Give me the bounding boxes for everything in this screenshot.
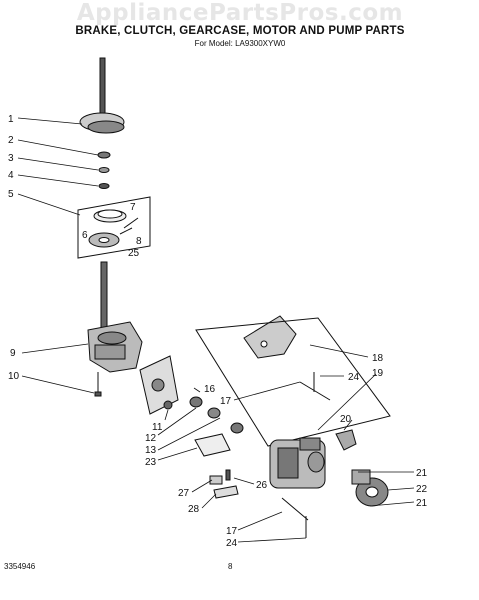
part-4-washer — [98, 183, 110, 189]
callout-17-lower: 17 — [226, 526, 238, 537]
part-3-ring — [98, 167, 110, 173]
document-number: 3354946 — [4, 562, 36, 571]
part-26-screw — [225, 469, 231, 481]
model-subtitle: For Model: LA9300XYW0 — [194, 39, 286, 48]
callout-10: 10 — [8, 371, 20, 382]
callout-11: 11 — [152, 422, 163, 433]
callout-24-upper: 24 — [348, 372, 360, 383]
motor — [269, 437, 326, 489]
callout-7: 7 — [130, 202, 136, 213]
callout-5: 5 — [8, 189, 14, 200]
part-5-clutch-assembly-box — [77, 196, 151, 259]
callout-19: 19 — [372, 368, 384, 379]
callout-21-upper: 21 — [416, 468, 428, 479]
callout-24-lower: 24 — [226, 538, 238, 549]
part-10-bolt — [94, 372, 102, 397]
callout-18: 18 — [372, 353, 384, 364]
callout-12: 12 — [145, 433, 157, 444]
part-28-clip — [213, 485, 239, 499]
callout-4: 4 — [8, 170, 14, 181]
part-27-plug — [209, 475, 223, 485]
part-19-motor-base — [195, 317, 391, 447]
callout-2: 2 — [8, 135, 14, 146]
part-18-mount-plate — [243, 315, 297, 359]
callout-1: 1 — [8, 114, 14, 125]
part-9-gearcase — [87, 261, 143, 373]
callout-9: 9 — [10, 348, 16, 359]
gearcase-cover-plate — [139, 355, 179, 415]
part-22-pump — [351, 469, 389, 507]
callout-16: 16 — [204, 384, 216, 395]
watermark: AppliancePartsPros.com — [76, 0, 404, 26]
leader-lines — [17, 117, 415, 543]
callout-6: 6 — [82, 230, 88, 241]
part-1-brake-assembly — [79, 57, 125, 134]
callout-8: 8 — [136, 236, 142, 247]
callout-21-lower: 21 — [416, 498, 428, 509]
part-23-pad — [194, 433, 231, 457]
diagram-title: BRAKE, CLUTCH, GEARCASE, MOTOR AND PUMP … — [75, 25, 405, 37]
callout-13: 13 — [145, 445, 157, 456]
part-20-bracket — [335, 429, 357, 451]
callout-22: 22 — [416, 484, 428, 495]
part-12-pump-seals — [189, 396, 244, 434]
callout-23: 23 — [145, 457, 157, 468]
page-number: 8 — [228, 562, 233, 571]
part-17-strap — [281, 497, 309, 521]
callout-labels: 1 2 3 4 5 6 7 8 25 9 10 11 12 13 23 16 1… — [8, 114, 428, 549]
callout-27: 27 — [178, 488, 190, 499]
callout-20: 20 — [340, 414, 352, 425]
part-11-seal — [163, 400, 173, 410]
callout-28: 28 — [188, 504, 200, 515]
callout-17-upper: 17 — [220, 396, 232, 407]
callout-26: 26 — [256, 480, 268, 491]
callout-3: 3 — [8, 153, 14, 164]
callout-25: 25 — [128, 248, 140, 259]
part-2-washer — [97, 151, 111, 159]
